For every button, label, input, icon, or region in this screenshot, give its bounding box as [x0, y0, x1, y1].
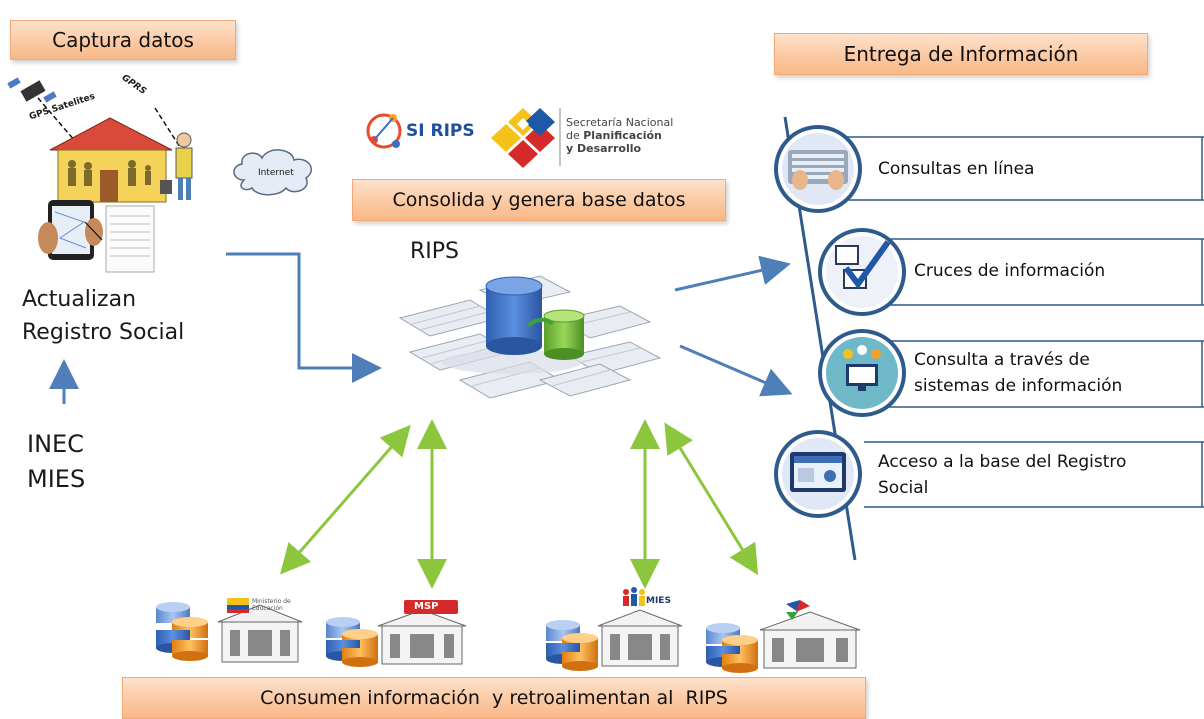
- feedback-arrow-4: [664, 422, 759, 576]
- internet-cloud-icon: [233, 149, 312, 196]
- source-mies: MIES: [27, 465, 86, 493]
- building-icon: [377, 609, 467, 665]
- banner-entrega-informacion: Entrega de Información: [774, 33, 1148, 75]
- institution-2-logo-text: MSP: [414, 601, 439, 612]
- output-consulta-sistemas: Consulta a través de sistemas de informa…: [914, 347, 1122, 399]
- senplades-line3: y Desarrollo: [566, 142, 642, 155]
- actualizan-label-line1: Actualizan: [22, 287, 137, 312]
- institution-3: [546, 587, 683, 671]
- banner-consolida: Consolida y genera base datos: [352, 179, 726, 221]
- banner-captura-datos: Captura datos: [10, 20, 236, 60]
- output-4-line2: Social: [878, 478, 929, 498]
- computer-network-icon: [818, 329, 906, 417]
- actualizan-label-line2: Registro Social: [22, 320, 185, 345]
- senplades-logo-mark: [491, 108, 561, 168]
- institution-4-logo: [786, 600, 810, 620]
- banner-consumen-text: Consumen información y retroalimentan al…: [260, 687, 728, 709]
- building-icon: [597, 609, 683, 667]
- output-consultas-en-linea: Consultas en línea: [878, 156, 1034, 182]
- tablet-form-illustration: [38, 200, 155, 273]
- database-stack-icon: [156, 602, 208, 661]
- output-1-line1: Consultas en línea: [878, 159, 1035, 179]
- institution-1-logo-text: Ministerio de Educación: [252, 598, 291, 612]
- capture-to-rips-arrow: [226, 252, 382, 383]
- building-icon: [217, 604, 303, 663]
- satellite-icon: [7, 77, 186, 171]
- institution-1: [156, 598, 303, 663]
- institution-2: [326, 600, 467, 667]
- institution-4: [706, 600, 861, 673]
- banner-consolida-text: Consolida y genera base datos: [392, 189, 686, 211]
- si-rips-logo: [366, 113, 402, 149]
- rips-label: RIPS: [410, 239, 460, 264]
- output-cruces-de-informacion: Cruces de información: [914, 258, 1105, 284]
- si-rips-logo-text: SI RIPS: [406, 121, 475, 141]
- rips-database-icon: [398, 275, 662, 399]
- internet-label: Internet: [258, 168, 294, 178]
- banner-consumen: Consumen información y retroalimentan al…: [122, 677, 866, 719]
- rips-to-cruces-arrow: [674, 255, 791, 292]
- output-2-line1: Cruces de información: [914, 261, 1106, 281]
- mies-logo-figures: [623, 587, 645, 606]
- senplades-line2: de Planificación: [566, 129, 662, 142]
- database-stack-icon: [706, 623, 758, 673]
- keyboard-icon: [774, 125, 862, 213]
- rips-to-sistemas-arrow: [679, 344, 793, 397]
- output-3-line1: Consulta a través de: [914, 350, 1090, 370]
- house-family-illustration: [49, 117, 193, 203]
- senplades-line1: Secretaría Nacional: [566, 116, 674, 129]
- banner-captura-text: Captura datos: [52, 28, 194, 52]
- building-icon: [759, 611, 861, 669]
- feedback-arrow-1: [280, 424, 411, 575]
- output-3-line2: sistemas de información: [914, 376, 1123, 396]
- registry-screen-icon: [774, 430, 862, 518]
- banner-entrega-text: Entrega de Información: [843, 42, 1079, 66]
- institution-3-logo-text: MIES: [646, 596, 671, 606]
- database-stack-icon: [546, 620, 598, 671]
- output-acceso-base: Acceso a la base del Registro Social: [878, 449, 1126, 501]
- senplades-line2-bold: Planificación: [583, 129, 662, 142]
- database-stack-icon: [326, 617, 378, 667]
- senplades-logo-text: Secretaría Nacional de Planificación y D…: [566, 116, 673, 155]
- source-inec: INEC: [27, 430, 84, 458]
- output-4-line1: Acceso a la base del Registro: [878, 452, 1127, 472]
- checklist-icon: [818, 228, 906, 316]
